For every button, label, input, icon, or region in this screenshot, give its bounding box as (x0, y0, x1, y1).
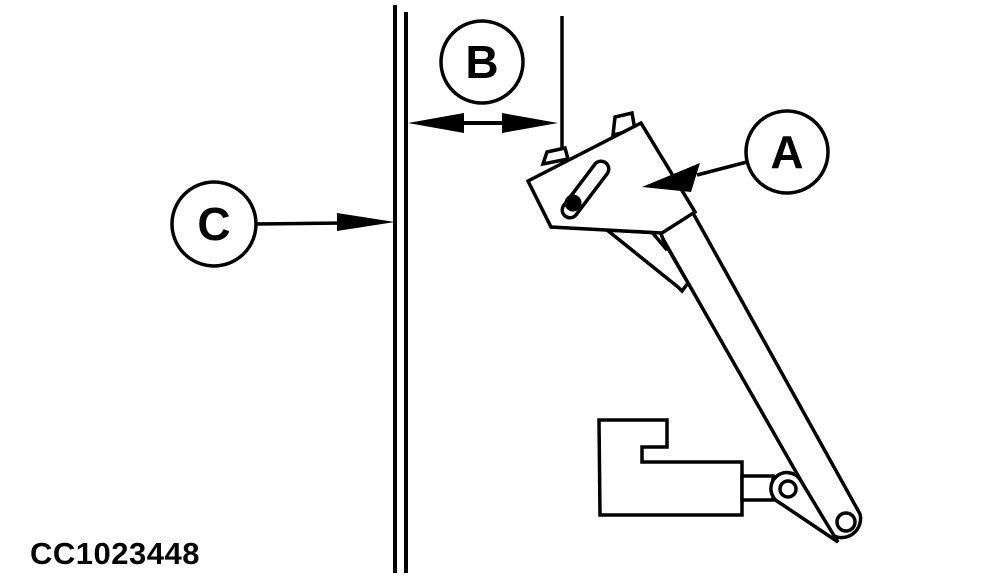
gap-arrow-left-icon (408, 113, 464, 133)
callout-a-arrow-icon (642, 163, 700, 192)
figure-code: CC1023448 (30, 536, 200, 571)
pivot-hole-upper (778, 479, 798, 499)
lever-pin-dot (564, 194, 582, 212)
callout-c-leader (255, 221, 345, 226)
callout-b-label: B (465, 36, 498, 88)
piston-rod (740, 474, 775, 502)
mounting-bracket (597, 418, 744, 517)
body-tab-small (540, 145, 571, 167)
callout-b-circle (439, 19, 525, 105)
callout-a-leader (696, 160, 748, 177)
callout-a-circle (744, 109, 830, 195)
callout-c-label: C (197, 198, 230, 250)
callout-c-circle (170, 180, 258, 268)
pivot-hole-lower (835, 511, 857, 533)
gap-arrow-right-icon (502, 113, 558, 133)
callout-a-label: A (770, 126, 803, 178)
callout-c-arrow-icon (337, 213, 395, 231)
